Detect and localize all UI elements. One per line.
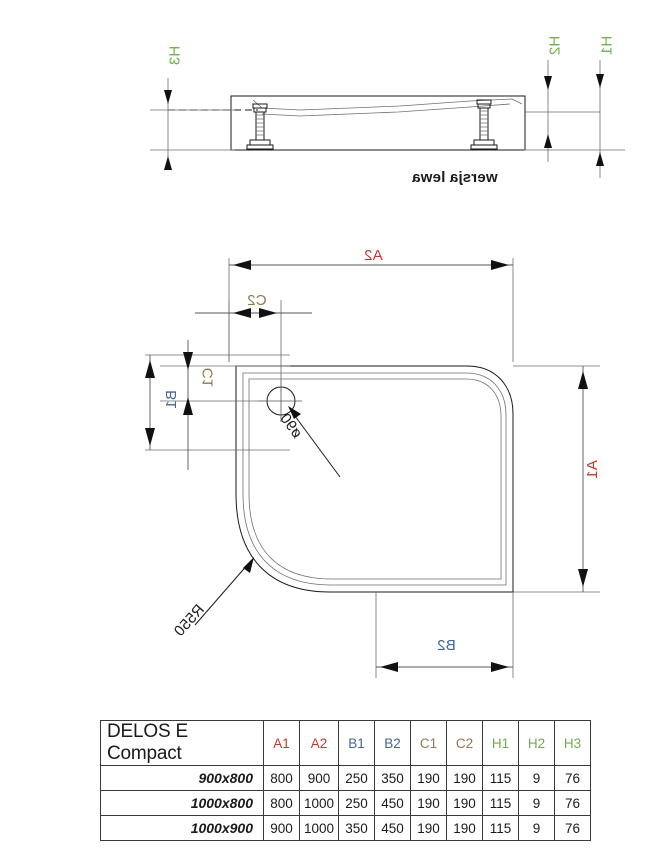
dimension-h1 xyxy=(524,60,625,178)
radius-leader xyxy=(194,557,254,626)
dimension-c2 xyxy=(195,300,312,392)
col-header-b2: B2 xyxy=(374,720,412,766)
cell-h1: 115 xyxy=(482,815,520,841)
table-header-row: DELOS E Compact A1 A2 B1 B2 C1 C2 H1 H2 … xyxy=(100,720,592,766)
col-header-a1: A1 xyxy=(263,720,300,766)
cell-b1: 250 xyxy=(338,790,376,816)
adjustable-leg xyxy=(246,103,274,150)
cell-c2: 190 xyxy=(446,815,484,841)
col-header-c2: C2 xyxy=(446,720,484,766)
dimension-h2 xyxy=(524,60,600,162)
dimension-b1 xyxy=(145,354,290,451)
cell-c1: 190 xyxy=(410,790,448,816)
dim-label-a1: A1 xyxy=(583,460,601,479)
dimension-a2 xyxy=(228,258,514,362)
row-label: 1000x800 xyxy=(100,790,264,816)
col-header-h1: H1 xyxy=(482,720,520,766)
tray-rim-offset xyxy=(248,378,502,580)
dimension-h3 xyxy=(150,78,235,170)
cell-b1: 350 xyxy=(338,815,376,841)
cell-a1: 900 xyxy=(263,815,300,841)
col-header-h3: H3 xyxy=(554,720,592,766)
row-label: 900x800 xyxy=(100,765,264,791)
cell-a1: 800 xyxy=(263,765,300,791)
dim-label-b1: B1 xyxy=(162,390,180,409)
tray-outer-contour xyxy=(235,365,514,593)
adjustable-leg xyxy=(470,99,498,150)
cell-c2: 190 xyxy=(446,790,484,816)
table-row: 1000x800 800 1000 250 450 190 190 115 9 … xyxy=(100,790,592,816)
table-title: DELOS E Compact xyxy=(100,720,264,766)
row-label: 1000x900 xyxy=(100,815,264,841)
col-header-c1: C1 xyxy=(410,720,448,766)
cell-b2: 450 xyxy=(374,790,412,816)
col-header-h2: H2 xyxy=(518,720,556,766)
table-row: 1000x900 900 1000 350 450 190 190 115 9 … xyxy=(100,815,592,841)
cell-h3: 76 xyxy=(554,815,592,841)
cell-h2: 9 xyxy=(518,765,556,791)
cell-c2: 190 xyxy=(446,765,484,791)
col-header-a2: A2 xyxy=(298,720,340,766)
cell-h3: 76 xyxy=(554,765,592,791)
cell-h2: 9 xyxy=(518,815,556,841)
dim-label-a2: A2 xyxy=(364,247,383,264)
cell-c1: 190 xyxy=(410,765,448,791)
dimension-c1 xyxy=(160,340,290,470)
tray-inner-rim xyxy=(242,372,507,586)
cell-h3: 76 xyxy=(554,790,592,816)
col-header-b1: B1 xyxy=(338,720,376,766)
cell-b2: 350 xyxy=(374,765,412,791)
dimension-table: DELOS E Compact A1 A2 B1 B2 C1 C2 H1 H2 … xyxy=(100,720,592,841)
cell-a2: 1000 xyxy=(298,815,340,841)
cell-b2: 450 xyxy=(374,815,412,841)
cell-h1: 115 xyxy=(482,765,520,791)
cell-c1: 190 xyxy=(410,815,448,841)
cell-a1: 800 xyxy=(263,790,300,816)
dim-label-c2: C2 xyxy=(247,292,267,309)
cell-b1: 250 xyxy=(338,765,376,791)
cell-h2: 9 xyxy=(518,790,556,816)
cell-h1: 115 xyxy=(482,790,520,816)
drain-leader xyxy=(288,406,341,478)
dimension-a1 xyxy=(513,365,600,593)
table-row: 900x800 800 900 250 350 190 190 115 9 76 xyxy=(100,765,592,791)
cell-a2: 900 xyxy=(298,765,340,791)
dim-label-b2: B2 xyxy=(437,637,456,654)
dimension-b2 xyxy=(375,592,514,678)
dim-label-c1: C1 xyxy=(199,367,217,388)
cell-a2: 1000 xyxy=(298,790,340,816)
